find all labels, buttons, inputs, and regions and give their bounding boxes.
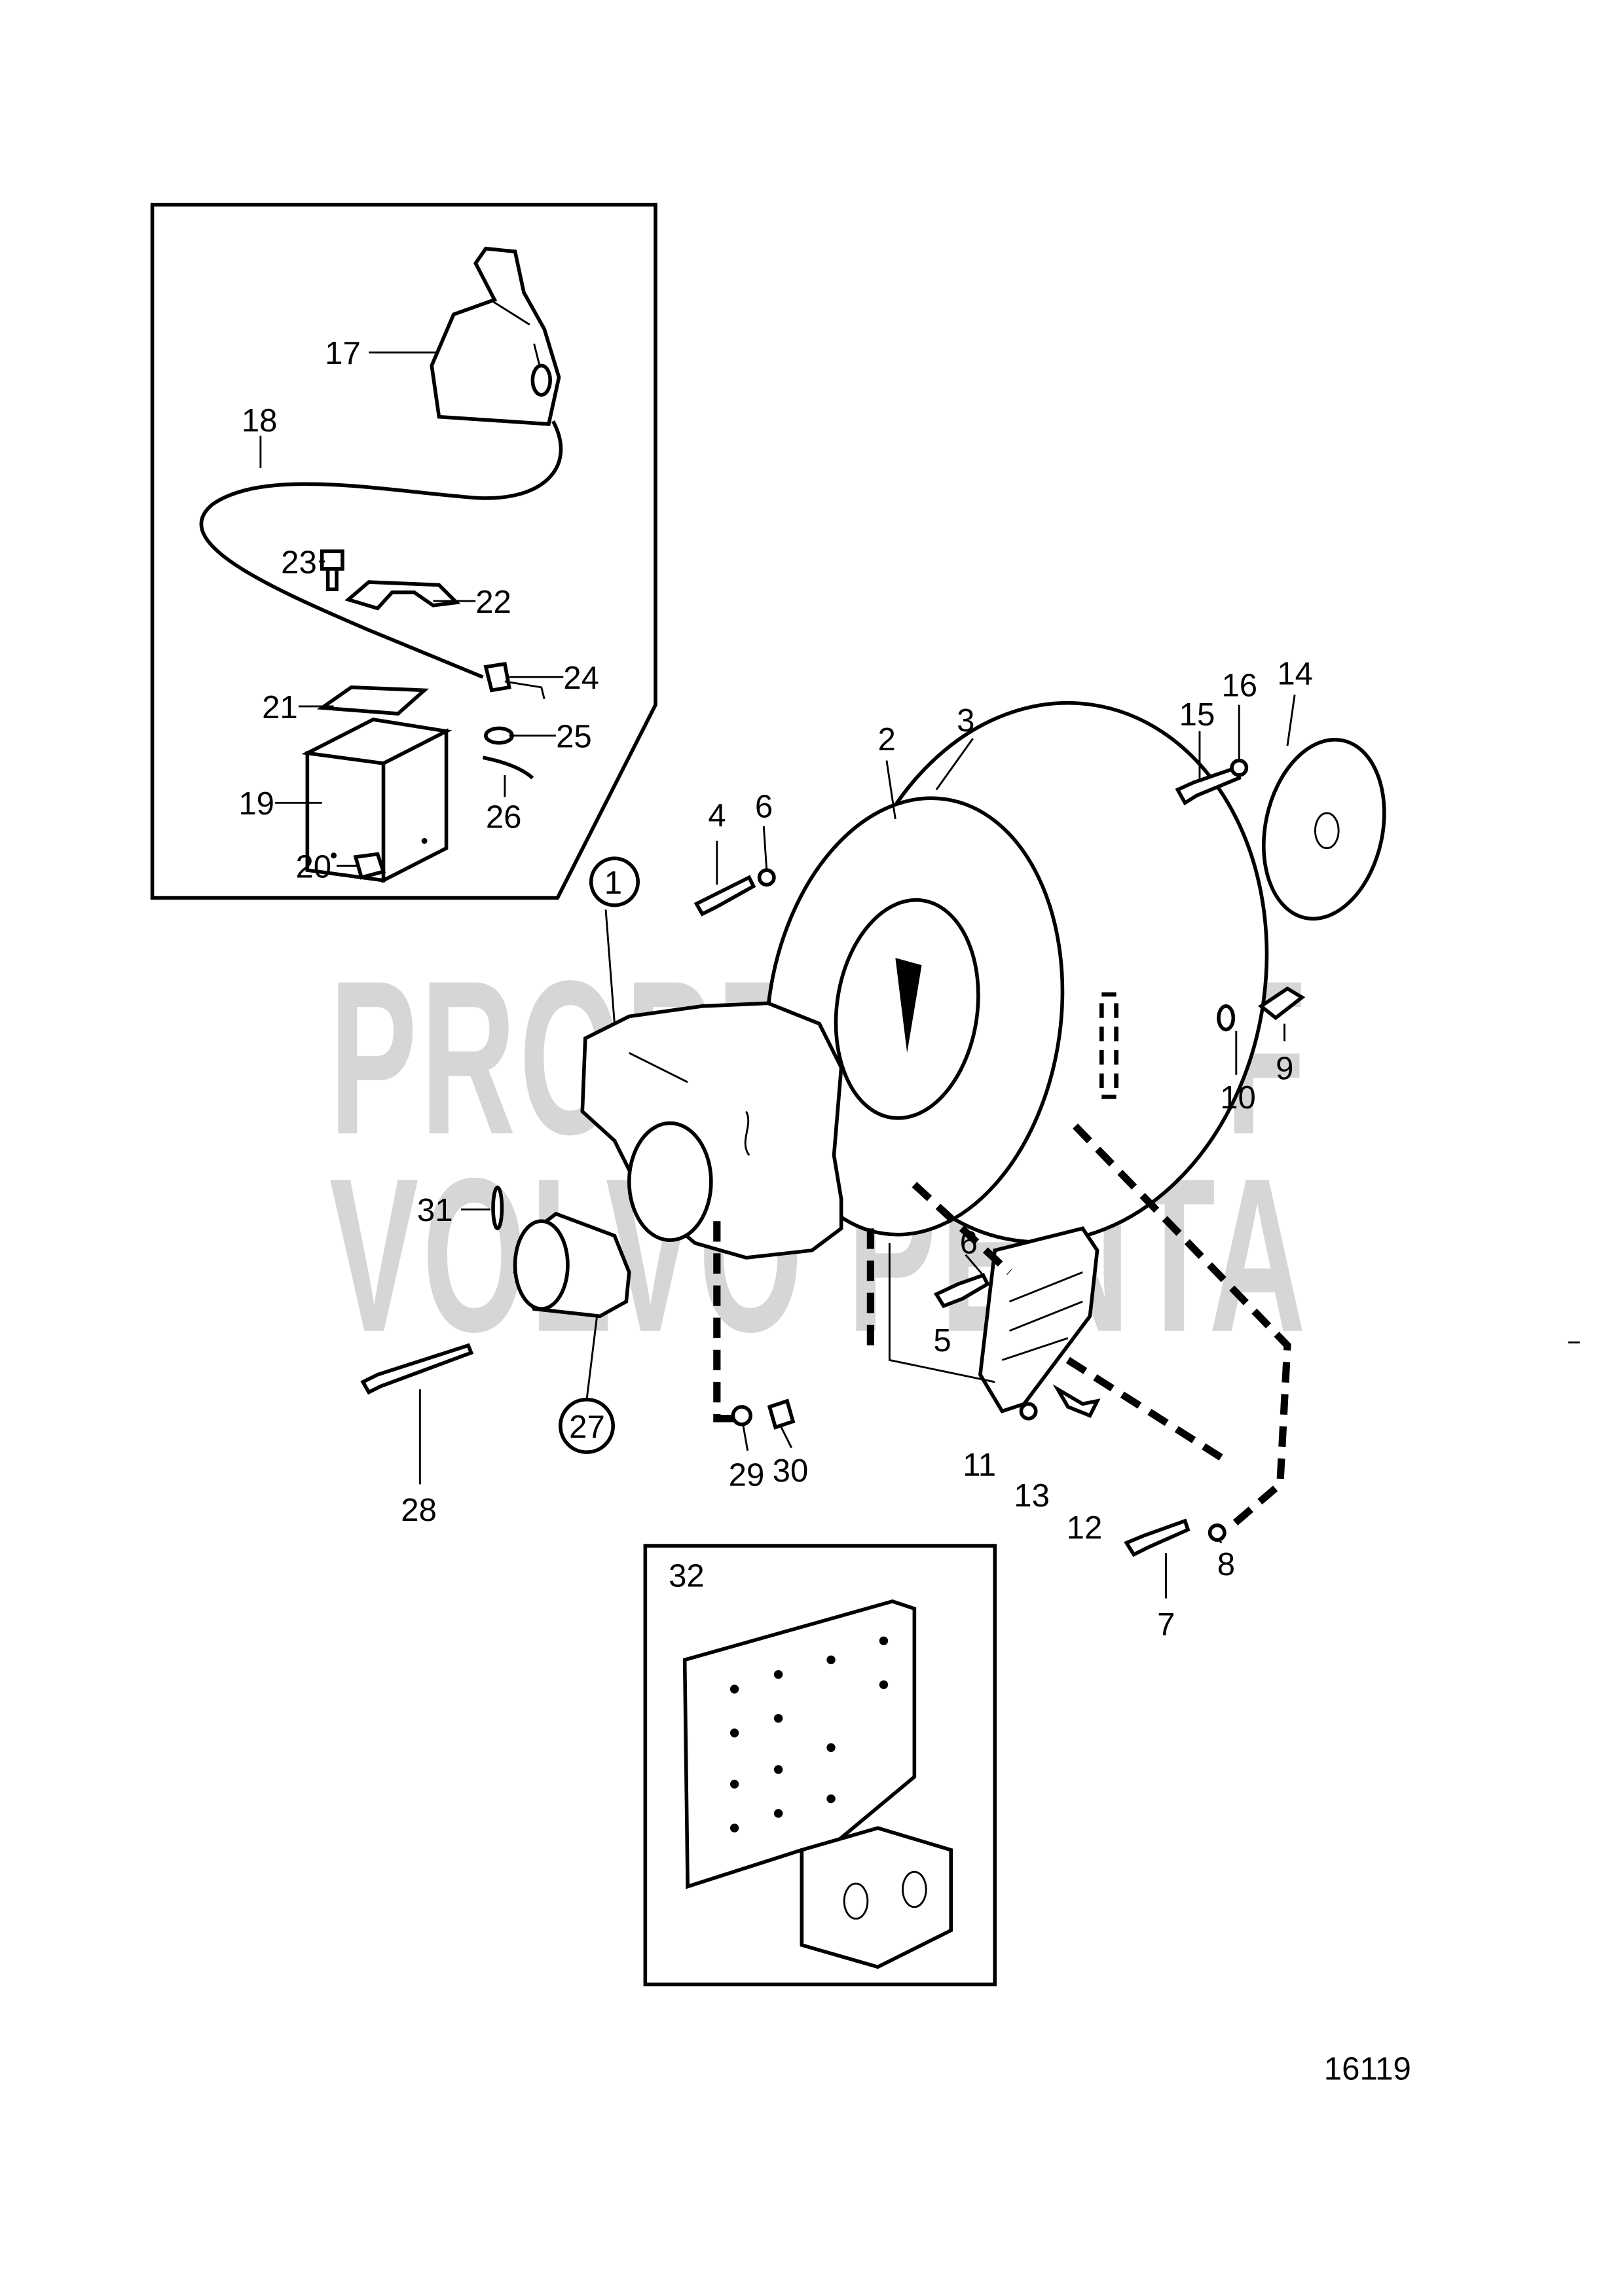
- label-6b: 6: [960, 1225, 978, 1260]
- label-32: 32: [669, 1559, 705, 1594]
- control-lever: [430, 246, 561, 426]
- washer-10: [1217, 1004, 1236, 1032]
- spacer-plate: [316, 685, 430, 716]
- label-31: 31: [417, 1193, 453, 1228]
- label-4: 4: [708, 798, 726, 833]
- bracket-19: [301, 718, 452, 884]
- cable-clamp: [344, 580, 461, 611]
- washer-16: [1230, 758, 1249, 777]
- callout-circle-27: [559, 1397, 616, 1454]
- washer-25: [484, 726, 514, 745]
- label-1: 1: [604, 866, 622, 901]
- washer-29: [731, 1405, 752, 1427]
- label-17: 17: [325, 336, 361, 371]
- bolt-28: [360, 1343, 474, 1395]
- bolt-9: [1258, 986, 1306, 1021]
- bolt-7: [1124, 1518, 1190, 1558]
- bracket-kit-inset: [643, 1544, 997, 1987]
- inset-frame: [150, 202, 657, 900]
- label-24: 24: [563, 661, 599, 696]
- control-inset: [150, 202, 657, 900]
- label-15: 15: [1179, 697, 1215, 733]
- label-14: 14: [1277, 656, 1313, 691]
- flywheel-housing: [764, 701, 1269, 1244]
- label-8: 8: [1217, 1547, 1235, 1582]
- nut-30: [767, 1398, 796, 1430]
- inset-frame-bottom: [643, 1544, 997, 1987]
- label-7: 7: [1157, 1607, 1175, 1642]
- bolt-13: [1052, 1384, 1101, 1418]
- label-16: 16: [1221, 668, 1257, 703]
- label-10: 10: [1220, 1080, 1256, 1116]
- cooler-flange: [627, 1121, 713, 1243]
- bolt-4: [693, 875, 756, 917]
- label-5: 5: [933, 1323, 951, 1358]
- washer-11: [1019, 1402, 1038, 1421]
- label-9: 9: [1276, 1051, 1293, 1087]
- drawing-number: 16119: [1324, 2051, 1411, 2086]
- mounting-bracket-32: [800, 1826, 953, 1969]
- callout-circle-1: [589, 856, 640, 907]
- nut-20: [353, 852, 386, 880]
- washer-6: [757, 868, 776, 887]
- label-13: 13: [1014, 1478, 1050, 1514]
- label-26: 26: [486, 799, 522, 835]
- label-2: 2: [878, 722, 896, 757]
- bolt-15: [1175, 765, 1242, 806]
- label-11: 11: [963, 1448, 996, 1483]
- split-pin-26: [482, 756, 534, 780]
- label-20: 20: [295, 849, 331, 884]
- label-3: 3: [957, 703, 974, 738]
- label-6: 6: [755, 790, 773, 825]
- drive-plate: [1262, 738, 1386, 921]
- o-ring-31: [491, 1186, 504, 1231]
- label-22: 22: [475, 585, 511, 620]
- cable-end-24: [483, 661, 511, 693]
- label-21: 21: [262, 690, 298, 725]
- label-25: 25: [556, 719, 592, 754]
- callout-labels: 17 18 23 22 24 21 25 19 26 20 1 4 6 2 3 …: [238, 336, 1411, 2086]
- label-23: 23: [281, 545, 317, 581]
- label-29: 29: [729, 1457, 765, 1493]
- label-18: 18: [242, 403, 278, 439]
- label-30: 30: [773, 1453, 809, 1489]
- mounting-plate-32: [682, 1599, 917, 1889]
- washer-8: [1208, 1523, 1227, 1542]
- label-12: 12: [1067, 1510, 1103, 1546]
- label-28: 28: [401, 1493, 437, 1528]
- label-19: 19: [238, 786, 274, 822]
- bolt-23: [320, 549, 344, 571]
- control-cable: [199, 420, 563, 679]
- label-27: 27: [569, 1410, 605, 1445]
- bolt-6b: [933, 1273, 990, 1309]
